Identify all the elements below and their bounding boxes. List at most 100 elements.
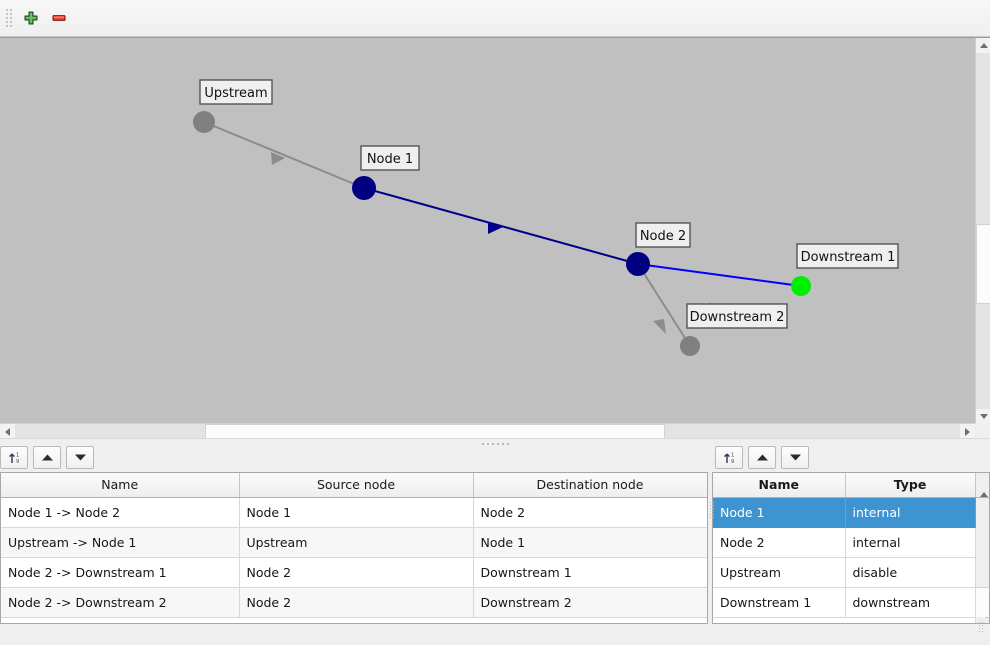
graph-scroll-right-button[interactable] — [960, 424, 975, 439]
table-row[interactable]: Node 2 -> Downstream 1 Node 2 Downstream… — [1, 557, 707, 588]
edges-table-header-row: Name Source node Destination node — [1, 473, 707, 498]
plus-icon — [24, 11, 38, 25]
triangle-down-icon — [789, 454, 801, 461]
graph-vscroll-thumb[interactable] — [976, 224, 990, 304]
graph-label-downstream1-text: Downstream 1 — [801, 250, 896, 265]
graph-hscroll-thumb[interactable] — [205, 424, 665, 439]
chevron-left-icon — [5, 427, 10, 436]
nodes-scroll-down-button[interactable] — [975, 617, 989, 623]
nodes-vscroll-track[interactable] — [975, 497, 989, 527]
graph-node-downstream2[interactable] — [680, 336, 700, 356]
table-empty-row — [1, 617, 707, 623]
edge-name: Upstream -> Node 1 — [1, 527, 240, 558]
edges-move-down-button[interactable] — [66, 446, 94, 469]
nodes-col-name[interactable]: Name — [713, 473, 846, 498]
svg-text:9: 9 — [16, 459, 19, 465]
edge-source: Upstream — [239, 527, 474, 558]
nodes-vscroll-track[interactable] — [975, 557, 989, 587]
triangle-up-icon — [41, 454, 53, 461]
nodes-table-header-row: Name Type — [713, 473, 989, 498]
node-type: internal — [845, 527, 976, 558]
graph-node-node1[interactable] — [352, 176, 376, 200]
table-row[interactable]: Node 2 internal — [713, 527, 989, 558]
table-row[interactable]: Upstream disable — [713, 557, 989, 588]
edges-col-destination[interactable]: Destination node — [473, 473, 707, 498]
graph-label-downstream1[interactable]: Downstream 1 — [796, 243, 899, 269]
nodes-toolbar: 1 9 — [710, 444, 990, 471]
node-type: downstream — [845, 587, 976, 618]
edges-table-container[interactable]: Name Source node Destination node Node 1… — [0, 472, 708, 624]
graph-label-downstream2-text: Downstream 2 — [690, 310, 785, 325]
edge-destination: Node 1 — [473, 527, 707, 558]
nodes-pane: 1 9 Name Type — [709, 444, 990, 624]
remove-node-button[interactable] — [45, 5, 73, 31]
graph-scroll-up-button[interactable] — [976, 38, 990, 53]
edge-destination: Downstream 1 — [473, 557, 707, 588]
triangle-up-icon — [756, 454, 768, 461]
edges-move-up-button[interactable] — [33, 446, 61, 469]
graph-canvas[interactable]: Upstream Node 1 Node 2 Downstream 1 — [0, 38, 975, 424]
chevron-right-icon — [965, 427, 970, 436]
window-resize-grip-icon[interactable] — [978, 622, 983, 638]
edge-node2-downstream2[interactable] — [637, 263, 691, 347]
nodes-table-container[interactable]: Name Type Node 1 internal Node 2 — [712, 472, 990, 624]
sort-ascending-icon: 1 9 — [8, 453, 19, 465]
graph-label-upstream[interactable]: Upstream — [199, 79, 273, 105]
edges-col-source[interactable]: Source node — [239, 473, 474, 498]
edge-source: Node 2 — [239, 587, 474, 618]
main-toolbar — [0, 0, 990, 37]
graph-node-downstream1[interactable] — [791, 276, 811, 296]
add-node-button[interactable] — [17, 5, 45, 31]
edges-col-name[interactable]: Name — [1, 473, 240, 498]
nodes-move-down-button[interactable] — [781, 446, 809, 469]
graph-label-downstream2[interactable]: Downstream 2 — [686, 303, 788, 329]
table-row[interactable]: Node 2 -> Downstream 2 Node 2 Downstream… — [1, 587, 707, 618]
table-row[interactable]: Node 1 -> Node 2 Node 1 Node 2 — [1, 497, 707, 528]
graph-svg: Upstream Node 1 Node 2 Downstream 1 — [193, 79, 899, 356]
sort-ascending-icon: 1 9 — [723, 453, 734, 465]
edges-pane: 1 9 Name Source n — [0, 444, 710, 624]
edge-name: Node 1 -> Node 2 — [1, 497, 240, 528]
nodes-col-type[interactable]: Type — [845, 473, 976, 498]
graph-scroll-left-button[interactable] — [0, 424, 15, 439]
nodes-sort-button[interactable]: 1 9 — [715, 446, 743, 469]
graph-vertical-scrollbar[interactable] — [975, 38, 990, 424]
chevron-up-icon — [979, 43, 988, 48]
nodes-scroll-up-button[interactable] — [975, 473, 989, 498]
svg-text:1: 1 — [16, 453, 19, 459]
graph-label-node2[interactable]: Node 2 — [635, 222, 691, 248]
edge-destination: Node 2 — [473, 497, 707, 528]
table-row[interactable]: Upstream -> Node 1 Upstream Node 1 — [1, 527, 707, 558]
edge-node1-node2[interactable] — [363, 187, 639, 265]
node-type: disable — [845, 557, 976, 588]
chevron-down-icon — [979, 414, 988, 419]
graph-label-node1[interactable]: Node 1 — [360, 145, 420, 171]
toolbar-drag-handle-icon[interactable] — [4, 7, 13, 29]
splitter-grip-icon — [481, 442, 509, 445]
chevron-up-icon — [979, 477, 988, 498]
nodes-vscroll-track[interactable] — [975, 527, 989, 557]
graph-horizontal-scrollbar[interactable] — [0, 423, 975, 439]
edge-upstream-node1[interactable] — [203, 121, 365, 189]
node-name: Node 2 — [713, 527, 846, 558]
chevron-down-icon — [982, 617, 989, 623]
graph-node-upstream[interactable] — [193, 111, 215, 133]
edges-sort-button[interactable]: 1 9 — [0, 446, 28, 469]
table-row[interactable]: Downstream 1 downstream — [713, 586, 989, 618]
graph-scroll-down-button[interactable] — [976, 409, 990, 424]
minus-icon — [52, 15, 66, 21]
nodes-move-up-button[interactable] — [748, 446, 776, 469]
edge-name: Node 2 -> Downstream 1 — [1, 557, 240, 588]
node-name: Upstream — [713, 557, 846, 588]
table-row[interactable]: Node 1 internal — [713, 497, 989, 528]
nodes-vscroll-thumb[interactable] — [974, 586, 989, 617]
pane-resize-grip-icon[interactable] — [709, 496, 714, 524]
node-name: Downstream 1 — [713, 587, 846, 618]
panel-splitter[interactable] — [0, 438, 990, 448]
graph-node-node2[interactable] — [626, 252, 650, 276]
graph-edges — [203, 121, 802, 347]
scrollbar-corner — [975, 423, 990, 438]
edge-name: Node 2 -> Downstream 2 — [1, 587, 240, 618]
table-empty-row — [713, 617, 989, 623]
